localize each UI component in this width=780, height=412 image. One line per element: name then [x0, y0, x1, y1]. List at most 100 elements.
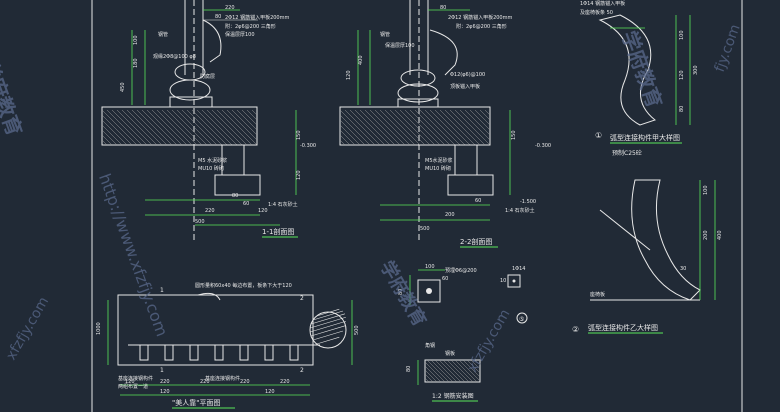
plan-hatch-line — [310, 316, 346, 329]
hatch-line — [450, 359, 474, 383]
hatch-line — [454, 109, 491, 146]
hatch-line — [404, 109, 441, 146]
arc-b-note: 座椅板 — [590, 291, 605, 298]
hatch-line — [141, 109, 178, 146]
hatch-line — [364, 109, 401, 146]
arc-a-note-2: 及座椅板条 50 — [580, 9, 613, 16]
hatch-line — [434, 109, 471, 146]
dim-120-bottom: 120 — [258, 208, 268, 214]
hatch-line — [106, 109, 143, 146]
plan-note-3: 两组布置一道 — [118, 383, 148, 390]
note-brick: MU10 砖砌 — [198, 165, 224, 172]
plan-post — [189, 344, 199, 361]
hatch-line — [339, 129, 356, 146]
hatch-line — [241, 109, 258, 126]
plan-title: "美人靠"平面图 — [172, 398, 220, 407]
hatch-line — [116, 109, 153, 146]
hatch-line — [226, 109, 258, 141]
hatch-line — [449, 109, 486, 146]
arc-a-dim-120: 120 — [679, 70, 685, 80]
hatch-line — [399, 109, 436, 146]
hatch-line — [454, 359, 478, 383]
base-block — [169, 96, 213, 108]
watermark-1: 学府教育 — [0, 56, 27, 139]
arc-a-dim-100: 100 — [679, 30, 685, 40]
hatch-line — [176, 109, 213, 146]
hatch-line — [166, 109, 203, 146]
dim-120-right: 120 — [296, 170, 302, 180]
dim2-elev1: -1.500 — [520, 199, 536, 205]
small-dim-phi14: 1Φ14 — [512, 266, 525, 272]
watermark-4: 学府教育 — [617, 28, 667, 111]
plan-hatch-line — [310, 320, 346, 333]
footing2 — [447, 174, 494, 196]
hatch-line — [439, 109, 476, 146]
note-edge: 观缘2Φ8@100 φ8 — [153, 53, 196, 60]
backrest2-curve — [429, 29, 458, 76]
hatch-line — [191, 109, 228, 146]
plan-dim-220a: 220 — [160, 379, 170, 385]
note2-2phi12: 2Φ12 钢筋锚入甲板200mm — [448, 14, 512, 21]
note-mortar: M5 水泥砂浆 — [198, 157, 227, 164]
plan-post — [289, 344, 299, 361]
arc-a-dimensions — [610, 15, 691, 125]
hatch-line — [359, 109, 396, 146]
small-bar — [424, 359, 481, 383]
hatch-line — [151, 109, 188, 146]
hatch-line — [424, 109, 461, 146]
hatch-line — [349, 109, 386, 146]
hatch-line — [101, 114, 133, 146]
section-1-dimensions — [131, 9, 297, 226]
note-2phi6: 附：2φ6@200 三角形 — [225, 23, 276, 30]
hatch-line — [251, 109, 258, 116]
hatch-line — [464, 109, 491, 136]
seat2-ornament — [400, 69, 436, 87]
hatch-line — [429, 109, 466, 146]
hatch-line — [430, 359, 454, 383]
plan-hatch-line — [310, 313, 346, 325]
hatch-line — [216, 109, 253, 146]
hatch-line — [426, 359, 450, 383]
hatch-line — [424, 373, 434, 383]
hatch-line — [384, 109, 421, 146]
hatch-line — [459, 109, 491, 141]
note2-steel: 钢管 — [380, 31, 390, 38]
small-dim-60: 60 — [442, 276, 448, 282]
slab-hatch — [101, 109, 258, 146]
watermark-3: xfzfjy.com — [3, 294, 52, 363]
dim-60-bottom: 60 — [243, 201, 249, 207]
note-steel: 钢管 — [158, 31, 168, 38]
hatch-line — [424, 377, 430, 383]
hatch-line — [424, 361, 446, 383]
small-note-3: 钢板 — [445, 350, 455, 357]
dim-220-bottom: 220 — [205, 208, 215, 214]
backrest-curve — [202, 19, 222, 63]
plan-curve — [197, 292, 221, 301]
dim2-500: 500 — [420, 226, 430, 232]
arc-b-shape — [631, 179, 701, 301]
plan-cut-1a: 1 — [160, 287, 164, 294]
plan-post — [139, 344, 149, 361]
hatch-line — [374, 109, 411, 146]
plan-dim-1000: 1000 — [96, 322, 102, 335]
hatch-line — [201, 109, 238, 146]
hatch-line — [111, 109, 148, 146]
hatch-line — [339, 114, 371, 146]
section-2-dimensions — [357, 9, 511, 221]
hatch-line — [339, 109, 376, 146]
hatch-line — [196, 109, 233, 146]
base2-bulb — [397, 83, 439, 103]
arc-b-title: 弧型连接构件乙大样图 — [588, 323, 658, 332]
plan-dim-220d: 220 — [280, 379, 290, 385]
hatch-line — [221, 109, 258, 146]
dim2-60: 60 — [475, 198, 481, 204]
dim2-elev2: -0.300 — [535, 143, 551, 149]
hatch-line — [236, 109, 258, 131]
hatch-line — [478, 359, 481, 362]
plan-cut-2a: 2 — [300, 295, 304, 302]
hatch-line — [136, 109, 173, 146]
plan-note-2: 基座连接钢构件 — [118, 375, 153, 382]
small-dim-80b: 80 — [406, 366, 412, 372]
